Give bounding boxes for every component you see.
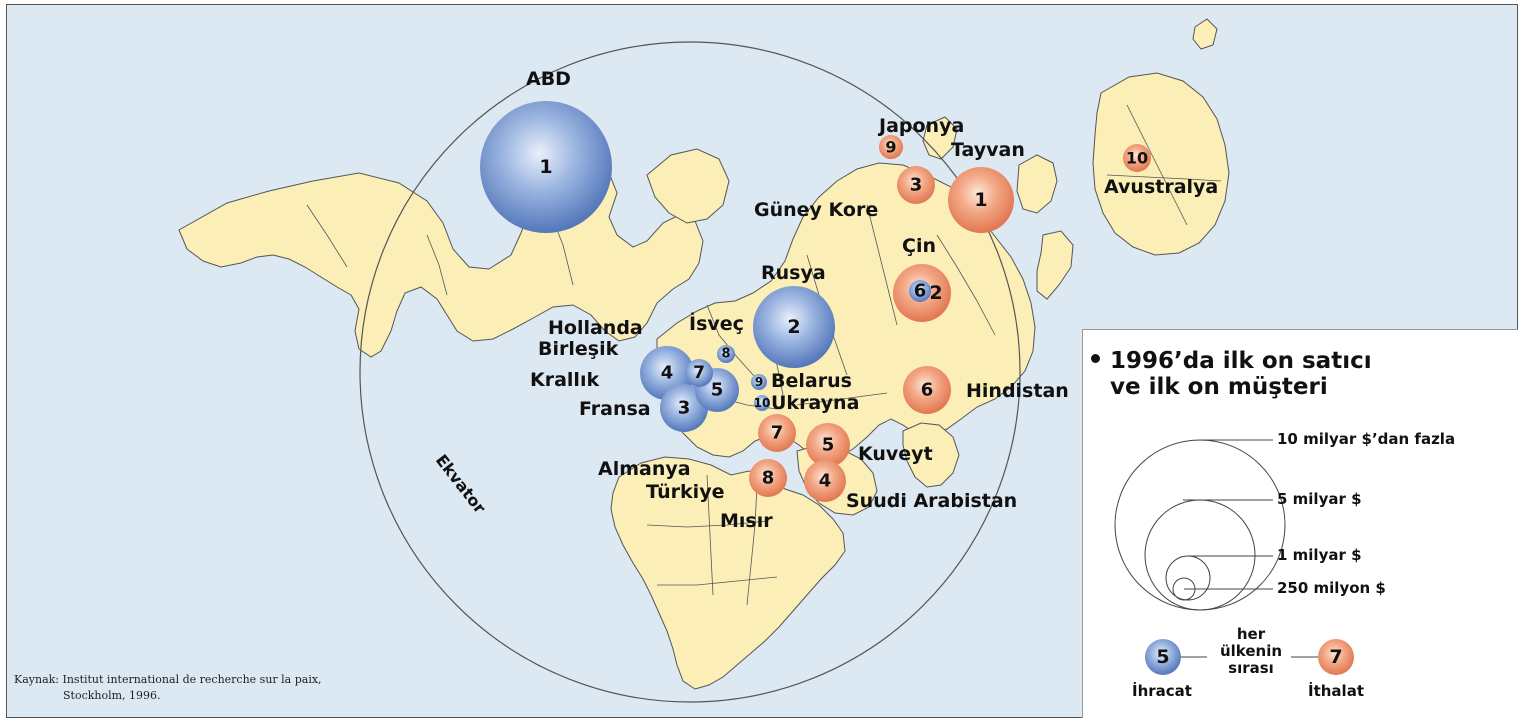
equator-circle — [359, 41, 1021, 703]
bubble-export-abd — [480, 101, 612, 233]
legend-title-line-2: ve ilk on müşteri — [1110, 374, 1328, 400]
bubble-import-tayvan — [948, 167, 1014, 233]
rank-import-misir: 8 — [762, 468, 775, 489]
rank-caption: her ülkenin sırası — [1211, 626, 1291, 677]
size-label-5-billion: 5 milyar $ — [1277, 490, 1362, 508]
bubble-import-guney-kore — [897, 166, 935, 204]
bubble-import-kuveyt — [806, 423, 850, 467]
land-australia — [1092, 72, 1230, 256]
land-southeast-asia — [1036, 230, 1074, 300]
label-almanya: Almanya — [598, 458, 691, 480]
bubble-import-japonya — [879, 135, 903, 159]
bubble-import-turkiye — [758, 414, 796, 452]
label-abd: ABD — [526, 68, 571, 90]
equator-label: Ekvator — [432, 451, 490, 517]
legend-title-line-1: 1996’da ilk on satıcı — [1110, 348, 1372, 374]
rank-export-cin: 6 — [914, 281, 927, 302]
country-labels: ABD Rusya TayvanBirleşikKrallıkFransaKuvey… — [526, 68, 1218, 532]
size-circle-5-billion — [1144, 499, 1256, 611]
label-hollanda: Hollanda — [548, 317, 643, 339]
size-label-1-billion: 1 milyar $ — [1277, 546, 1362, 564]
bubble-export-belarus — [751, 374, 767, 390]
rank-import-kuveyt: 5 — [822, 435, 835, 456]
source-note: Kaynak: Institut international de recher… — [14, 672, 322, 704]
label-guney-kore: Güney Kore — [754, 199, 878, 221]
rank-caption-line-2: ülkenin — [1219, 642, 1283, 660]
legend-export-bubble — [1145, 639, 1181, 675]
label-tayvan: Tayvan — [951, 139, 1025, 161]
bubble-import-avustralya — [1123, 144, 1151, 172]
rank-import-cin: 2 — [929, 282, 942, 304]
rank-export-abd: 1 — [539, 156, 552, 178]
source-line-1: Kaynak: Institut international de recher… — [14, 673, 322, 686]
bullet-icon — [1091, 354, 1100, 363]
bubble-export-cin — [909, 280, 931, 302]
label-birlesik-krallik-line-2: Krallık — [530, 369, 599, 391]
label-isvec: İsveç — [689, 311, 744, 335]
size-label-10-billion: 10 milyar $’dan fazla — [1277, 430, 1456, 448]
rank-import-hindistan: 6 — [921, 380, 934, 401]
legend-export-label: İhracat — [1132, 682, 1192, 700]
label-rusya: Rusya — [761, 262, 826, 284]
label-belarus: Belarus — [771, 370, 852, 392]
legend-import-bubble — [1318, 639, 1354, 675]
label-cin: Çin — [902, 235, 936, 257]
label-birlesik-krallik-line-1: Birleşik — [538, 338, 619, 360]
rank-import-tayvan: 1 — [974, 189, 987, 211]
legend-import-rank: 7 — [1329, 646, 1342, 668]
bubble-import-misir — [749, 459, 787, 497]
rank-import-japonya: 9 — [885, 138, 896, 157]
legend-title: 1996’da ilk on satıcı ve ilk on müşteri — [1091, 348, 1372, 400]
legend-panel: 1996’da ilk on satıcı ve ilk on müşteri — [1082, 329, 1518, 718]
size-label-250-million: 250 milyon $ — [1277, 579, 1386, 597]
label-suudi-arabistan: Suudi Arabistan — [846, 490, 1017, 512]
legend-size-key: 5 7 — [1114, 439, 1354, 675]
label-avustralya: Avustralya — [1104, 176, 1218, 198]
land-new-zealand — [1192, 18, 1218, 50]
rank-export-ukrayna: 10 — [754, 396, 771, 410]
rank-export-almanya: 5 — [711, 380, 724, 401]
rank-export-belarus: 9 — [755, 375, 763, 389]
rank-export-fransa: 3 — [678, 398, 691, 419]
label-hindistan: Hindistan — [966, 380, 1069, 402]
bubble-export-isvec — [717, 345, 735, 363]
bubble-import-hindistan — [903, 366, 951, 414]
label-kuveyt: Kuveyt — [858, 443, 933, 465]
bubble-export-ukrayna — [754, 395, 770, 411]
rank-import-avustralya: 10 — [1126, 149, 1148, 168]
label-japonya: Japonya — [877, 115, 964, 137]
label-turkiye: Türkiye — [646, 481, 724, 503]
rank-export-rusya: 2 — [787, 316, 800, 338]
rank-caption-line-3: sırası — [1228, 659, 1274, 677]
legend-import-label: İthalat — [1308, 682, 1364, 700]
rank-caption-line-1: her — [1236, 625, 1266, 643]
size-circle-10-billion — [1114, 439, 1286, 611]
label-ukrayna: Ukrayna — [771, 392, 859, 414]
label-misir: Mısır — [720, 510, 773, 532]
bubble-import-suudi-arabistan — [804, 460, 846, 502]
land-south-asia — [902, 422, 960, 488]
land-masses — [178, 18, 1230, 690]
rank-import-suudi-arabistan: 4 — [819, 471, 832, 492]
size-circle-1-billion — [1165, 555, 1211, 601]
bubble-export-hollanda — [685, 359, 713, 387]
rank-export-hollanda: 7 — [693, 363, 705, 383]
land-greenland — [646, 148, 730, 224]
rank-export-birlesik-krallik: 4 — [661, 363, 674, 384]
legend-export-rank: 5 — [1156, 646, 1169, 668]
rank-import-guney-kore: 3 — [910, 175, 923, 196]
label-fransa: Fransa — [579, 398, 651, 420]
rank-export-isvec: 8 — [721, 347, 730, 362]
bubble-export-rusya — [753, 286, 835, 368]
source-line-2: Stockholm, 1996. — [63, 689, 161, 702]
land-japan — [922, 116, 958, 160]
land-taiwan-islands — [1016, 154, 1058, 214]
rank-import-turkiye: 7 — [771, 423, 784, 444]
